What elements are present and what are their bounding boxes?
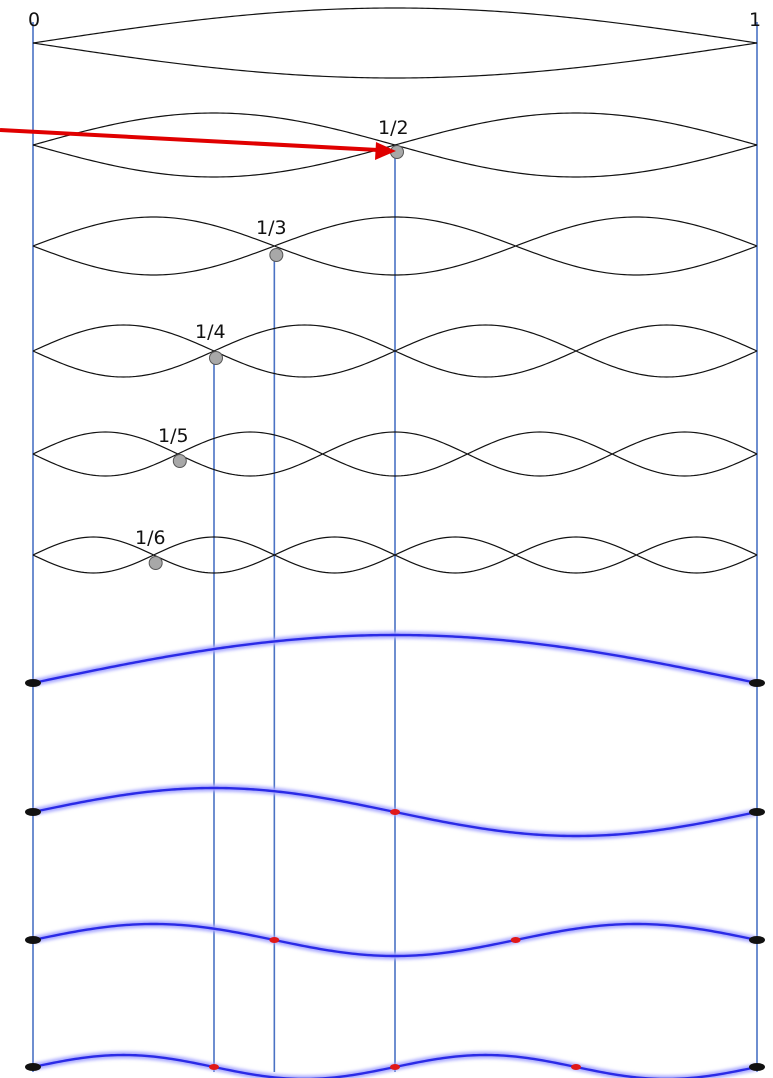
string-endpoint bbox=[25, 936, 41, 944]
node-dot bbox=[269, 248, 284, 262]
wave-envelope bbox=[32, 112, 758, 178]
diagram-labels: 0 1 1/2 1/3 1/4 1/5 1/6 bbox=[28, 9, 761, 549]
wave-row-4 bbox=[32, 324, 758, 378]
string-endpoint bbox=[749, 679, 765, 687]
node-label-1-4: 1/4 bbox=[195, 321, 226, 343]
string-endpoint bbox=[749, 1063, 765, 1071]
right-end-label: 1 bbox=[749, 9, 761, 31]
string-line bbox=[32, 922, 758, 958]
wave-envelope bbox=[32, 431, 758, 477]
string-snapshots bbox=[25, 631, 765, 1078]
string-endpoint bbox=[749, 936, 765, 944]
left-end-label: 0 bbox=[28, 9, 40, 31]
string-row-4 bbox=[25, 1051, 765, 1078]
string-endpoint bbox=[25, 1063, 41, 1071]
node-label-1-5: 1/5 bbox=[158, 425, 189, 447]
string-node-marker bbox=[390, 1064, 400, 1070]
wave-row-3 bbox=[32, 216, 758, 276]
vertical-guide-lines bbox=[32, 22, 758, 1072]
wave-envelope bbox=[32, 431, 758, 477]
wave-row-5 bbox=[32, 431, 758, 477]
wave-envelope bbox=[32, 42, 758, 79]
string-row-2 bbox=[25, 784, 765, 840]
node-dot bbox=[148, 556, 163, 570]
string-node-marker bbox=[269, 937, 280, 943]
node-dot bbox=[172, 454, 187, 468]
string-endpoint bbox=[25, 808, 41, 816]
wave-envelope bbox=[32, 216, 758, 276]
string-row-1 bbox=[25, 631, 765, 687]
node-dots bbox=[148, 145, 404, 570]
wave-envelope bbox=[32, 216, 758, 276]
string-endpoint bbox=[25, 679, 41, 687]
wave-envelope bbox=[32, 536, 758, 574]
node-dot bbox=[209, 351, 223, 365]
node-label-1-3: 1/3 bbox=[256, 217, 287, 239]
pointer-arrow bbox=[0, 128, 396, 160]
string-node-marker bbox=[390, 809, 400, 815]
standing-wave-envelopes bbox=[32, 7, 758, 574]
string-node-marker bbox=[209, 1064, 219, 1070]
node-label-1-6: 1/6 bbox=[135, 527, 166, 549]
string-node-marker bbox=[510, 937, 521, 943]
arrow-head-icon bbox=[375, 142, 396, 160]
node-label-1-2: 1/2 bbox=[378, 117, 409, 139]
string-row-3 bbox=[25, 920, 765, 960]
wave-envelope bbox=[32, 7, 758, 44]
wave-row-1 bbox=[32, 7, 758, 79]
wave-row-2 bbox=[32, 112, 758, 178]
wave-envelope bbox=[32, 324, 758, 378]
string-line bbox=[32, 633, 758, 685]
string-endpoint bbox=[749, 808, 765, 816]
string-node-marker bbox=[571, 1064, 581, 1070]
arrow-shaft bbox=[0, 128, 379, 152]
wave-row-6 bbox=[32, 536, 758, 574]
